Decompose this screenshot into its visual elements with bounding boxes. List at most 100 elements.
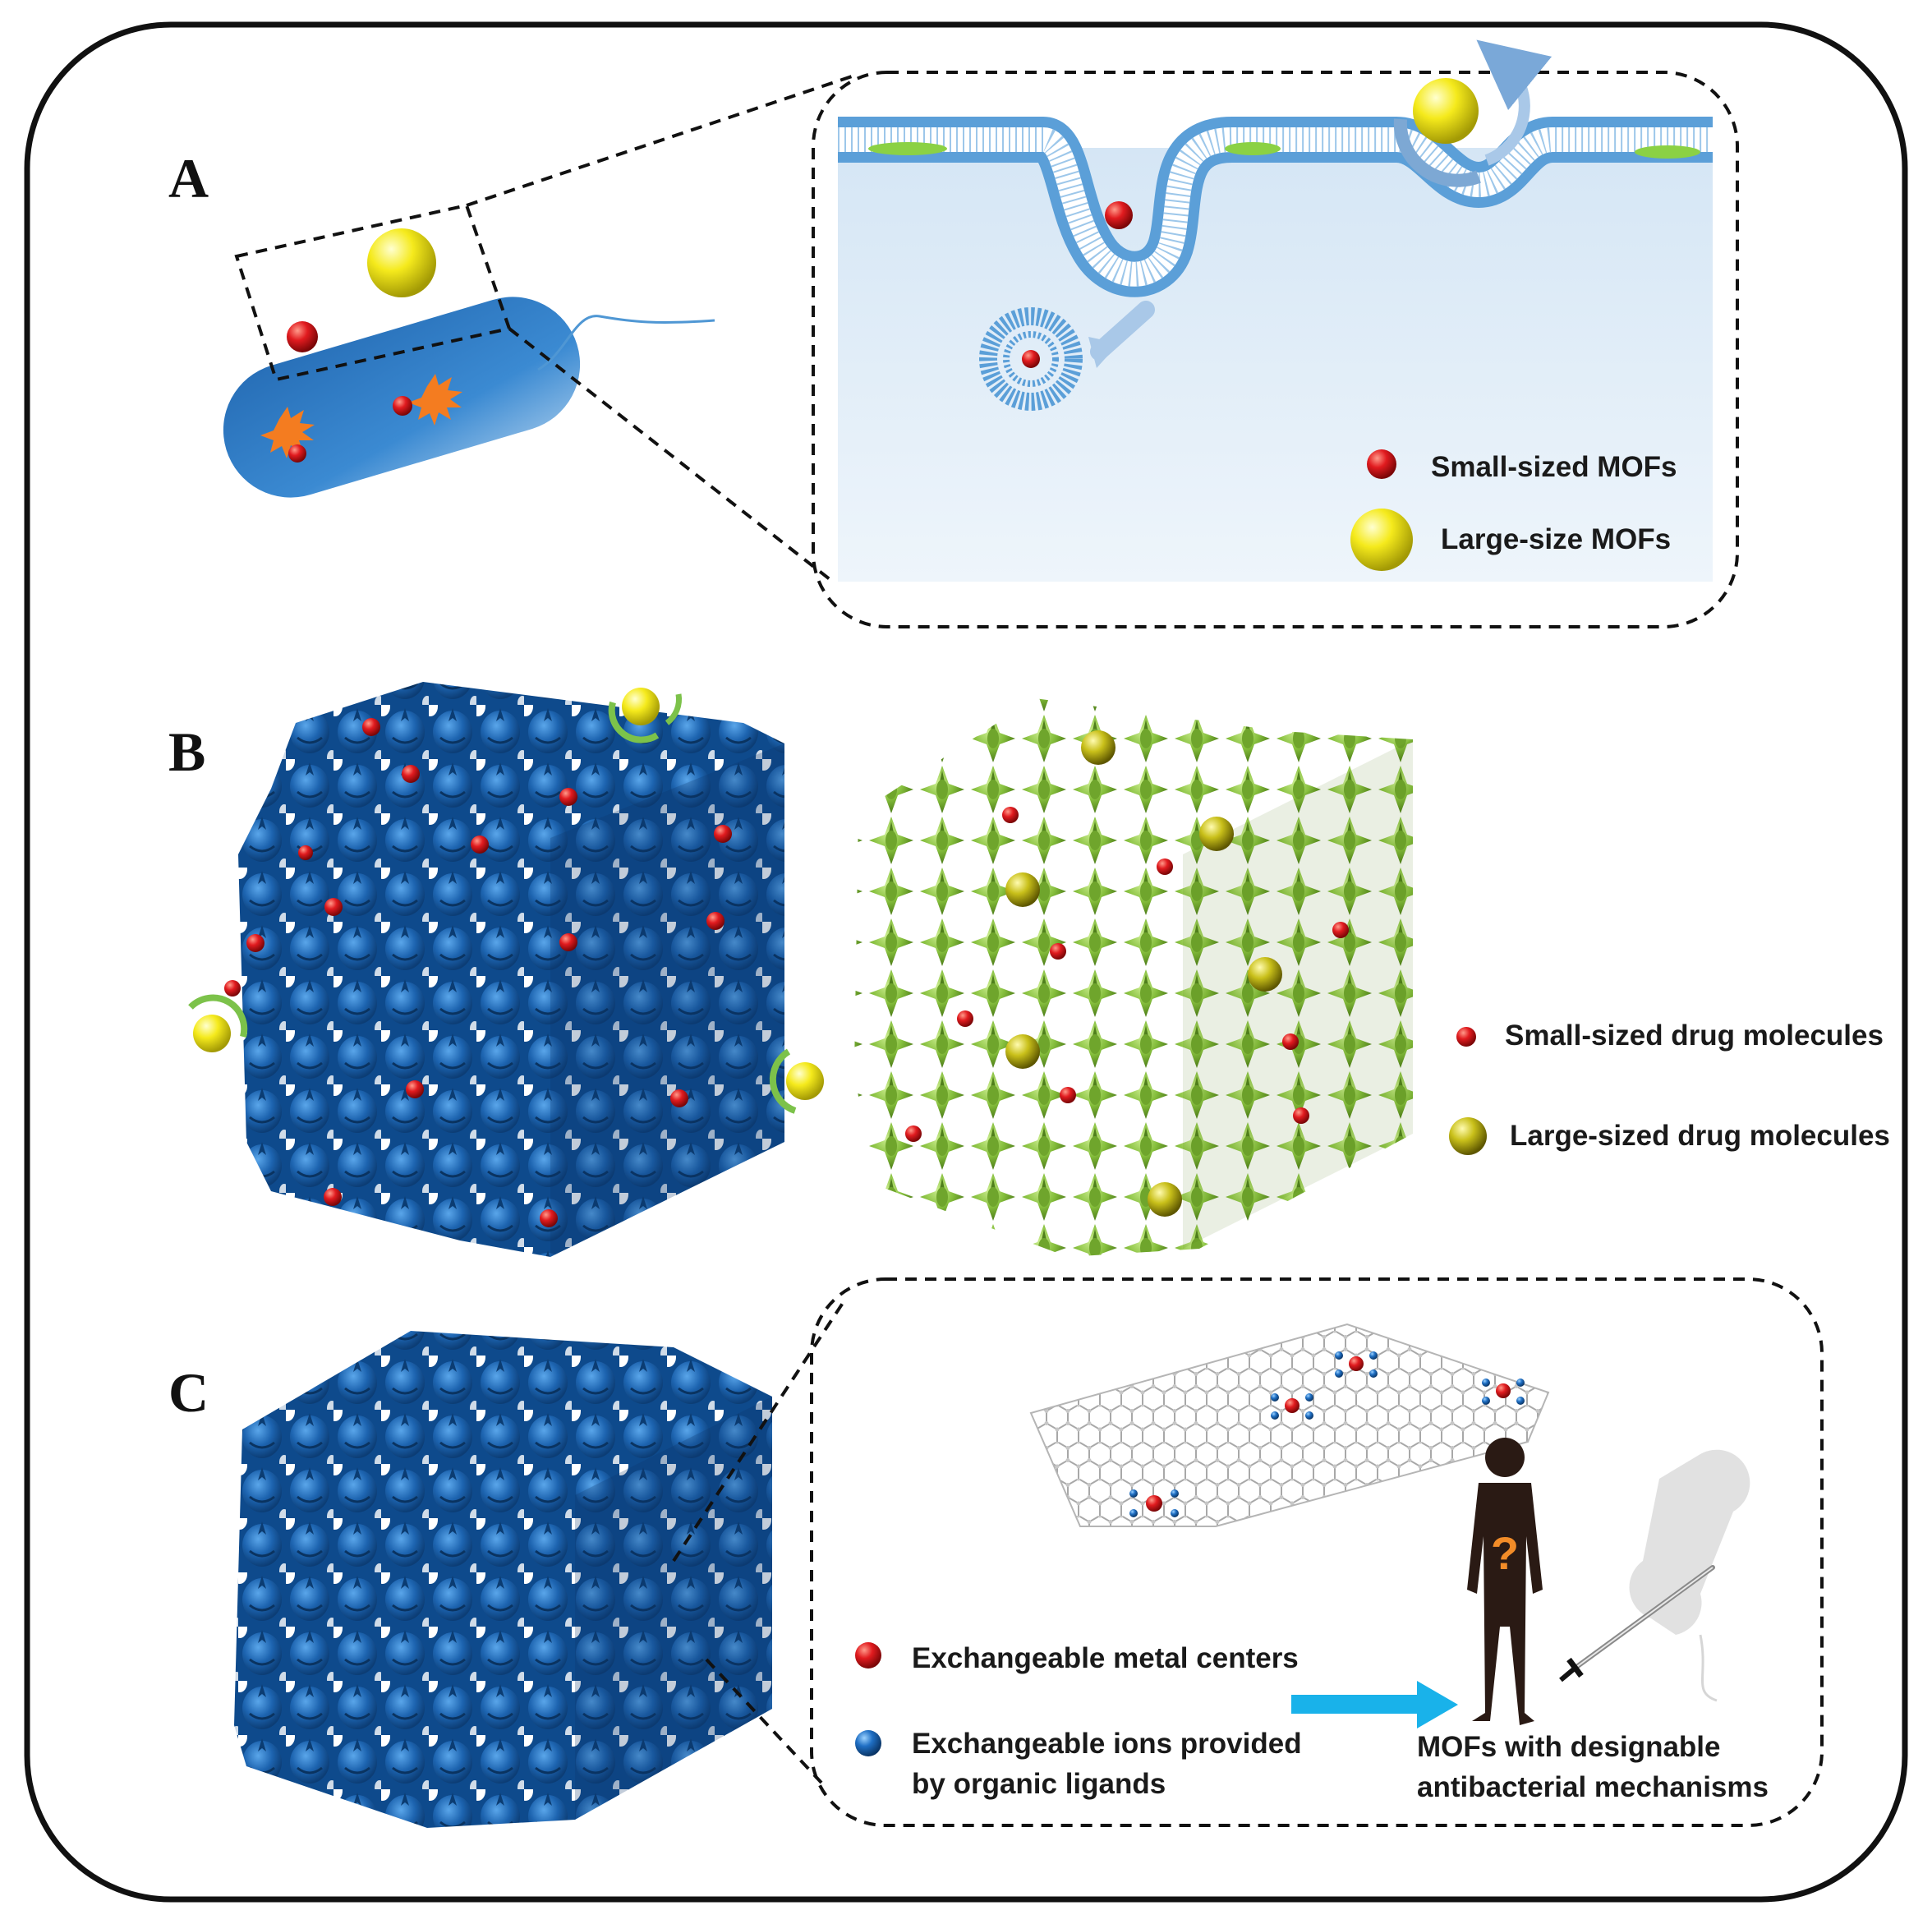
small-drug-particle [224,980,241,997]
sword-icon [1559,1565,1715,1682]
blue-lattice-body [234,1331,772,1828]
small-drug-particle [957,1010,973,1027]
green-lattice-body [854,698,1413,1257]
two-dimensional-mof-sheet [1029,1323,1550,1527]
small-drug-particle [1050,943,1066,960]
result-text-line1: MOFs with designable [1417,1731,1720,1763]
zoom-connector-line [705,1658,823,1784]
legend-large-drug: Large-sized drug molecules [1510,1120,1890,1152]
large-drug-particle [1005,1034,1040,1069]
panel-a-label: A [168,147,209,209]
internalization-arrow-head [1088,337,1119,368]
blue-lattice-side-shade [550,743,784,1257]
endocytic-vesicle [979,307,1083,411]
small-drug-particle [559,788,577,806]
small-drug-particle [714,825,732,843]
small-drug-particle [1002,807,1019,823]
small-drug-particle [559,933,577,951]
blue-lattice-side-shade [575,1397,772,1820]
legend-ion-swatch [855,1730,881,1756]
bacterium [223,228,715,498]
small-drug-particle [324,1188,342,1206]
bacterium-outline-icon [1629,1449,1750,1702]
small-drug-particle [1293,1107,1309,1124]
small-drug-particle [1282,1033,1299,1050]
large-drug-particle [786,1062,824,1100]
zoom-panel-border [810,1277,1824,1827]
small-drug-particle [670,1089,688,1107]
blue-mof-loaded-particles [188,688,824,1227]
small-drug-particle [1060,1087,1076,1103]
metal-node [1482,1379,1525,1405]
small-drug-particle [706,912,724,930]
metal-node [1129,1489,1179,1517]
green-mof-framework [854,698,1413,1257]
lipid-tail-lines [838,127,1713,287]
small-drug-particle [362,718,380,736]
green-lattice-side-shade [1183,739,1413,1249]
large-drug-particle [1081,730,1116,765]
vesicle-inner-layer [1003,331,1059,387]
process-arrow-head [1417,1681,1458,1728]
legend-small-mof-swatch [1367,449,1396,479]
zoom-connector-line [508,327,831,581]
legend-small-drug: Small-sized drug molecules [1505,1020,1884,1052]
small-mof-particle [1105,201,1133,229]
metal-node [1271,1393,1313,1420]
large-drug-particle [1005,872,1040,907]
zoom-panel-border [812,71,1739,628]
damage-burst-icon [393,374,462,426]
large-mof-particle [1413,78,1479,144]
large-drug-particle [622,688,660,725]
result-text-line2: antibacterial mechanisms [1417,1771,1769,1803]
metal-node [1335,1351,1378,1378]
small-drug-particle [298,845,313,860]
small-drug-particle [1332,922,1349,938]
legend-small-drug-swatch [1456,1027,1476,1047]
process-arrow-shaft [1291,1695,1423,1714]
green-mof-loaded-particles [905,730,1349,1217]
large-drug-particle [1148,1182,1182,1217]
panel-b-label: B [168,720,205,783]
blue-mof-framework-c [234,1331,772,1828]
rotation-arrow [1476,39,1552,166]
membrane-protein [868,142,947,155]
rotation-arrow [188,994,248,1038]
small-drug-particle [246,934,264,952]
zoom-connector-line [672,1296,848,1563]
small-drug-particle [1157,858,1173,875]
panel-c-label: C [168,1361,209,1424]
zoom-connector-line [466,74,855,207]
outer-frame [24,21,1908,1903]
small-mof-particle [287,321,318,352]
small-drug-particle [540,1209,558,1227]
small-drug-particle [471,835,489,854]
legend-exchangeable-ions-line1: Exchangeable ions provided [912,1728,1302,1760]
small-mof-particle [1022,350,1040,368]
membrane-protein [1225,142,1281,155]
small-drug-particle [402,765,420,783]
damage-burst-icon [260,407,315,463]
legend-metal-swatch [855,1642,881,1669]
small-drug-particle [905,1125,922,1142]
small-drug-particle [406,1080,424,1098]
silhouette-person-icon: ? [1467,1438,1543,1725]
legend-small-mofs: Small-sized MOFs [1431,451,1677,483]
large-drug-particle [1248,957,1282,992]
cell-interior [838,148,1713,582]
rotation-arrow [608,701,660,743]
membrane-protein [1635,145,1700,159]
rotation-arrow [665,693,683,725]
legend-metal-centers: Exchangeable metal centers [912,1642,1299,1674]
exchange-zoom-panel: ? Exchangeable metal centers Exchangeabl… [810,1277,1824,1827]
large-drug-particle [193,1015,231,1052]
small-drug-particle [324,898,343,916]
flagellum [537,315,715,371]
large-mof-particle [367,228,436,297]
large-drug-particle [1199,817,1234,851]
legend-exchangeable-ions-line2: by organic ligands [912,1768,1166,1800]
rotation-arrow [1393,118,1481,187]
legend-large-mof-swatch [1350,509,1413,571]
question-mark: ? [1491,1527,1519,1579]
